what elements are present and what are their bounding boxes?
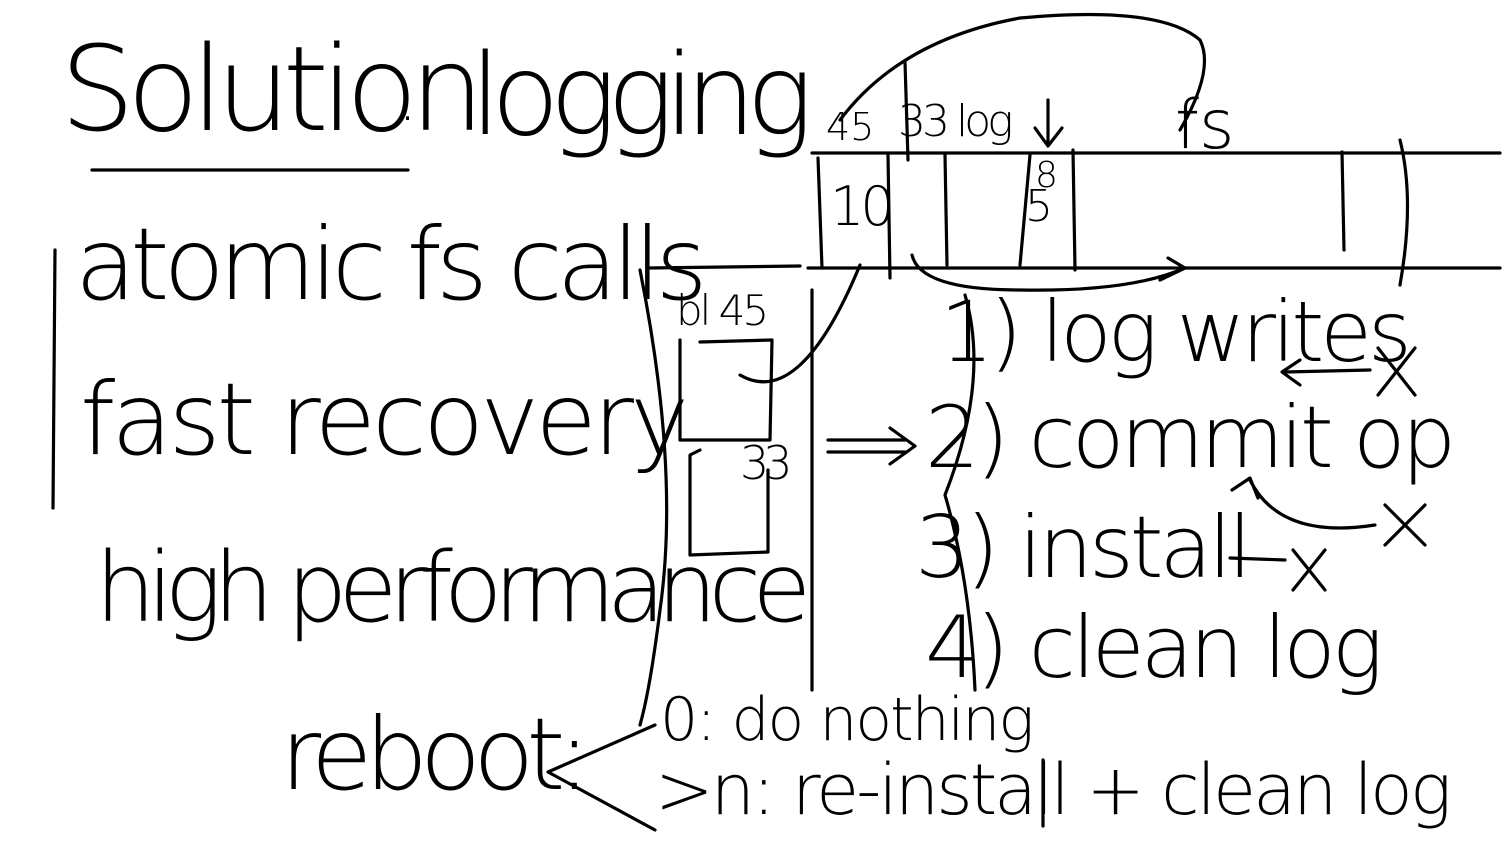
title-topic: logging (470, 31, 813, 161)
reboot-case-zero: 0: do nothing (660, 685, 1034, 755)
disk-cell-5: 5 (1025, 181, 1053, 232)
arc-under-disk (910, 253, 1187, 292)
log-region (638, 263, 862, 727)
reboot-branch (546, 723, 657, 832)
disk-cell-10: 10 (830, 175, 895, 238)
page-title: Solution (60, 20, 485, 158)
goals-bracket (51, 248, 57, 510)
step-log-writes: 1) log writes (940, 283, 1412, 381)
crash-markers (1228, 346, 1427, 592)
step-install: 3) install (915, 498, 1252, 598)
steps-bracket (943, 293, 977, 692)
reboot-case-n: >n: re-install + clean log (655, 749, 1452, 831)
double-arrow-icon (826, 426, 917, 466)
step-commit-op: 2) commit op (925, 388, 1456, 488)
disk-label-fs: fs (1175, 86, 1235, 165)
log-entry-33: 33 (740, 436, 792, 490)
reboot-label: reboot: (280, 696, 591, 813)
log-block-label: bl 45 (676, 286, 769, 335)
arc-log-to-fs (838, 12, 1207, 132)
goal-high-performance: high performance (95, 532, 811, 644)
disk-strip (806, 60, 1502, 287)
step-clean-log: 4) clean log (925, 598, 1383, 698)
disk-label-45: 45 (826, 105, 875, 149)
disk-label-log: 33 log (898, 96, 1014, 147)
disk-cell-8: 8 (1035, 155, 1058, 196)
goal-fast-recovery: fast recovery (80, 361, 689, 478)
title-separator: . (398, 65, 418, 135)
goal-atomic: atomic fs calls (75, 206, 708, 323)
arrow-down-icon (1033, 98, 1064, 148)
